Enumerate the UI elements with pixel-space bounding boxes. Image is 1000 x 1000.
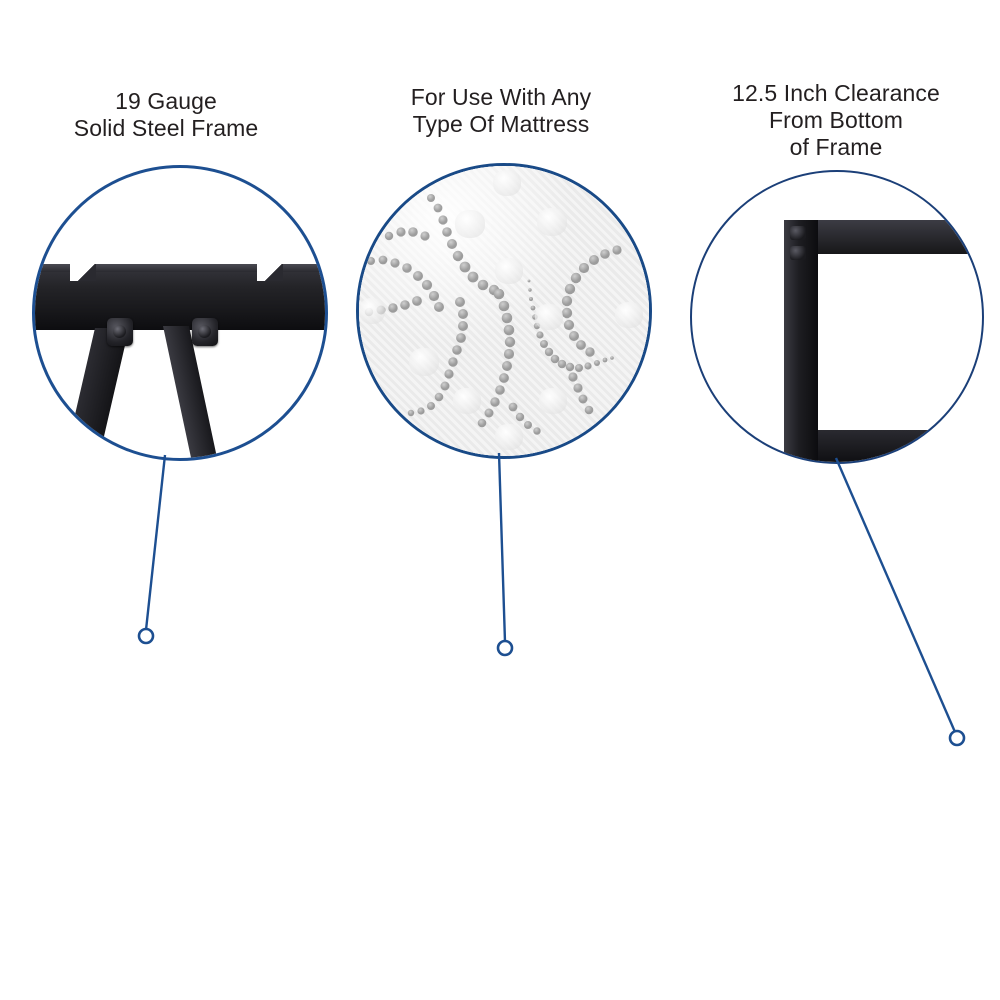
quilt-puff (495, 424, 523, 450)
leader-marker-mattress (496, 639, 514, 657)
caption-line: Solid Steel Frame (73, 115, 259, 142)
leg-post (58, 328, 129, 458)
quilt-puff (409, 348, 439, 376)
caption-line: For Use With Any (410, 84, 592, 110)
caption-line: of Frame (789, 134, 883, 161)
leader-line-mattress (497, 452, 507, 643)
frame-corner-detail-image (692, 172, 982, 462)
leader-marker-gauge (137, 627, 155, 645)
quilt-puff (359, 298, 385, 324)
quilt-puff (455, 210, 485, 238)
callout-caption-clearance: 12.5 Inch Clearance From Bottom of Frame (690, 80, 982, 161)
leader-line-clearance (834, 457, 957, 733)
quilt-puff (495, 258, 523, 284)
quilt-puff (493, 170, 521, 196)
diagonal-brace (163, 326, 226, 458)
quilt-puff (537, 208, 567, 236)
callout-circle-clearance (690, 170, 984, 464)
bolt-icon (192, 318, 218, 346)
callout-caption-gauge: 19 Gauge Solid Steel Frame (30, 88, 302, 142)
rail-notch-left (70, 264, 96, 281)
callout-circle-gauge (32, 165, 328, 461)
leader-line-gauge (144, 454, 167, 631)
bolt-icon (107, 318, 133, 346)
rail-notch-right (257, 264, 283, 281)
steel-rail-detail-image (35, 168, 325, 458)
callout-caption-mattress: For Use With Any Type Of Mattress (360, 84, 642, 138)
caption-line: Type Of Mattress (412, 111, 590, 138)
rail-top-edge (35, 264, 325, 272)
quilt-puff (453, 388, 481, 414)
caption-line: 19 Gauge (115, 88, 217, 114)
quilt-puff (615, 302, 643, 328)
leader-marker-clearance (948, 729, 966, 747)
caption-line: From Bottom (768, 107, 903, 134)
quilt-puff (539, 388, 567, 414)
corner-leg-post (784, 220, 818, 462)
quilt-stitching (364, 194, 622, 435)
bolt-icon (790, 226, 806, 240)
bolt-icon (790, 246, 806, 260)
callout-circle-mattress (356, 163, 652, 459)
caption-line: 12.5 Inch Clearance (732, 80, 940, 106)
quilted-mattress-detail-image (359, 166, 649, 456)
quilt-puff (535, 304, 563, 330)
